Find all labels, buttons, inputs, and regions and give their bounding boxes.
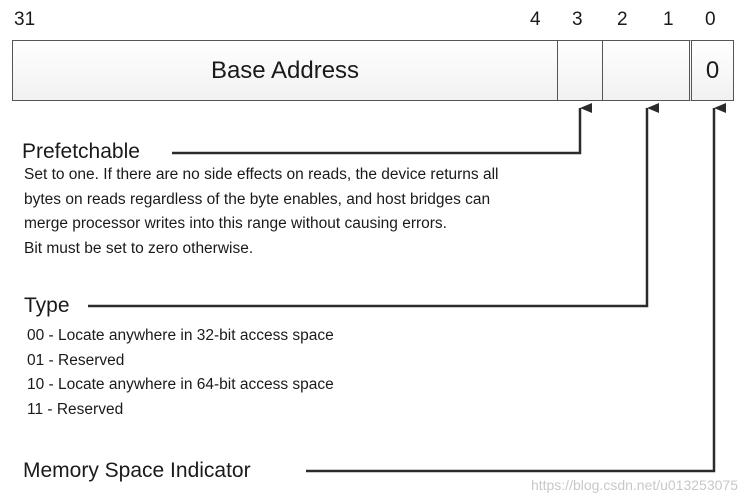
bit-label-1: 1 <box>663 9 674 30</box>
base-address-field: Base Address <box>12 40 558 101</box>
prefetchable-line: Bit must be set to zero otherwise. <box>24 239 254 257</box>
type-arrow <box>88 103 659 308</box>
bit0-value: 0 <box>705 57 720 84</box>
watermark: https://blog.csdn.net/u013253075 <box>530 477 738 493</box>
prefetchable-description: Set to one. If there are no side effects… <box>24 163 498 261</box>
bit-label-3: 3 <box>572 9 583 30</box>
prefetchable-title: Prefetchable <box>22 140 140 163</box>
memory-space-arrow <box>306 103 726 473</box>
bit-label-4: 4 <box>530 9 541 30</box>
bits2-1-type-field <box>602 40 690 101</box>
prefetchable-line: Set to one. If there are no side effects… <box>24 166 499 183</box>
type-line: 10 - Locate anywhere in 64-bit access sp… <box>27 376 334 393</box>
prefetchable-arrow <box>172 103 592 155</box>
bit-label-2: 2 <box>617 9 628 30</box>
prefetchable-line: merge processor writes into this range w… <box>24 215 447 232</box>
memory-space-title: Memory Space Indicator <box>23 459 251 482</box>
type-line: 11 - Reserved <box>27 400 124 418</box>
base-address-label: Base Address <box>210 57 360 84</box>
prefetchable-line: bytes on reads regardless of the byte en… <box>24 190 491 208</box>
bit-label-31: 31 <box>14 9 36 30</box>
type-description: 00 - Locate anywhere in 32-bit access sp… <box>27 324 334 422</box>
type-title: Type <box>24 294 70 317</box>
type-line: 01 - Reserved <box>27 351 125 369</box>
bit0-memory-space-field: 0 <box>689 40 734 101</box>
bit-label-0: 0 <box>705 9 716 30</box>
bit3-prefetchable-field <box>557 40 603 101</box>
register-diagram: Base Address 0 <box>12 40 734 103</box>
type-line: 00 - Locate anywhere in 32-bit access sp… <box>27 327 334 344</box>
